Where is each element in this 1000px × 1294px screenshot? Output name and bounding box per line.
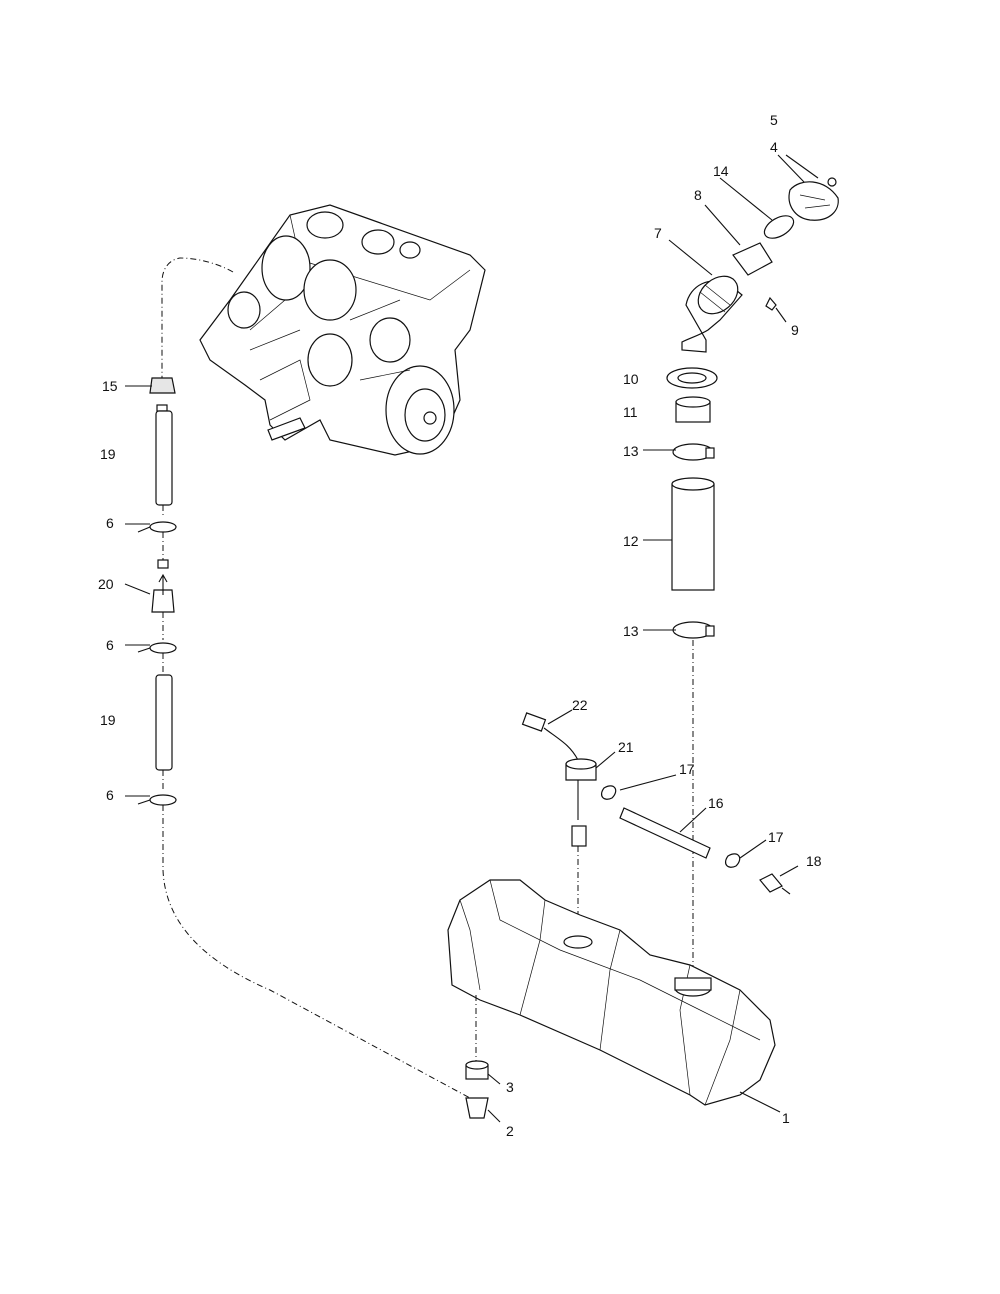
- callout-19-lower: 19: [100, 712, 116, 728]
- clip-17-lower: [724, 853, 741, 868]
- callout-6-lower: 6: [106, 787, 114, 803]
- callout-1: 1: [782, 1110, 790, 1126]
- callout-22: 22: [572, 697, 588, 713]
- fitting-2: [465, 1097, 489, 1119]
- adapter-8: [732, 242, 773, 276]
- callout-13-lower: 13: [623, 623, 639, 639]
- drop-9: [765, 296, 777, 311]
- callout-6-upper: 6: [106, 515, 114, 531]
- callout-15: 15: [102, 378, 118, 394]
- valve-18: [759, 873, 783, 893]
- hose-16: [619, 807, 711, 859]
- gasket-14: [763, 215, 795, 239]
- clip-17-upper: [600, 785, 617, 800]
- fuel-tank: [447, 879, 776, 1106]
- callout-5: 5: [770, 112, 778, 128]
- drain-fittings: [465, 995, 489, 1119]
- callout-10: 10: [623, 371, 639, 387]
- clamp-6-lower: [149, 794, 177, 806]
- connector-22: [521, 712, 547, 732]
- hose-19-upper: [155, 410, 173, 506]
- callout-8: 8: [694, 187, 702, 203]
- leader-lines: [124, 154, 819, 1123]
- callout-9: 9: [791, 322, 799, 338]
- callout-4: 4: [770, 139, 778, 155]
- callout-6-middle: 6: [106, 637, 114, 653]
- callout-12: 12: [623, 533, 639, 549]
- tube-12: [671, 483, 715, 591]
- clamp-6-upper: [149, 521, 177, 533]
- callout-labels: 1 2 3 4 5 6 6 6 7 8 9 10 11 12 13 13 14 …: [98, 112, 822, 1139]
- callout-3: 3: [506, 1079, 514, 1095]
- filler-neck-assembly: [666, 177, 839, 975]
- callout-18: 18: [806, 853, 822, 869]
- callout-17-upper: 17: [679, 761, 695, 777]
- hose-19-lower: [155, 674, 173, 771]
- callout-7: 7: [654, 225, 662, 241]
- callout-2: 2: [506, 1123, 514, 1139]
- callout-20: 20: [98, 576, 114, 592]
- callout-21: 21: [618, 739, 634, 755]
- clamp-6-middle: [149, 642, 177, 654]
- callout-19-upper: 19: [100, 446, 116, 462]
- callout-13-upper: 13: [623, 443, 639, 459]
- engine-illustration: [199, 204, 486, 456]
- vent-5: [827, 177, 837, 187]
- left-fuel-line: [137, 257, 471, 1099]
- callout-16: 16: [708, 795, 724, 811]
- sender-vent-assembly: [521, 712, 791, 940]
- callout-11: 11: [623, 404, 638, 420]
- cap-4: [788, 181, 839, 221]
- callout-17-lower: 17: [768, 829, 784, 845]
- callout-14: 14: [713, 163, 729, 179]
- valve-20: [151, 589, 175, 613]
- fitting-15: [149, 377, 176, 394]
